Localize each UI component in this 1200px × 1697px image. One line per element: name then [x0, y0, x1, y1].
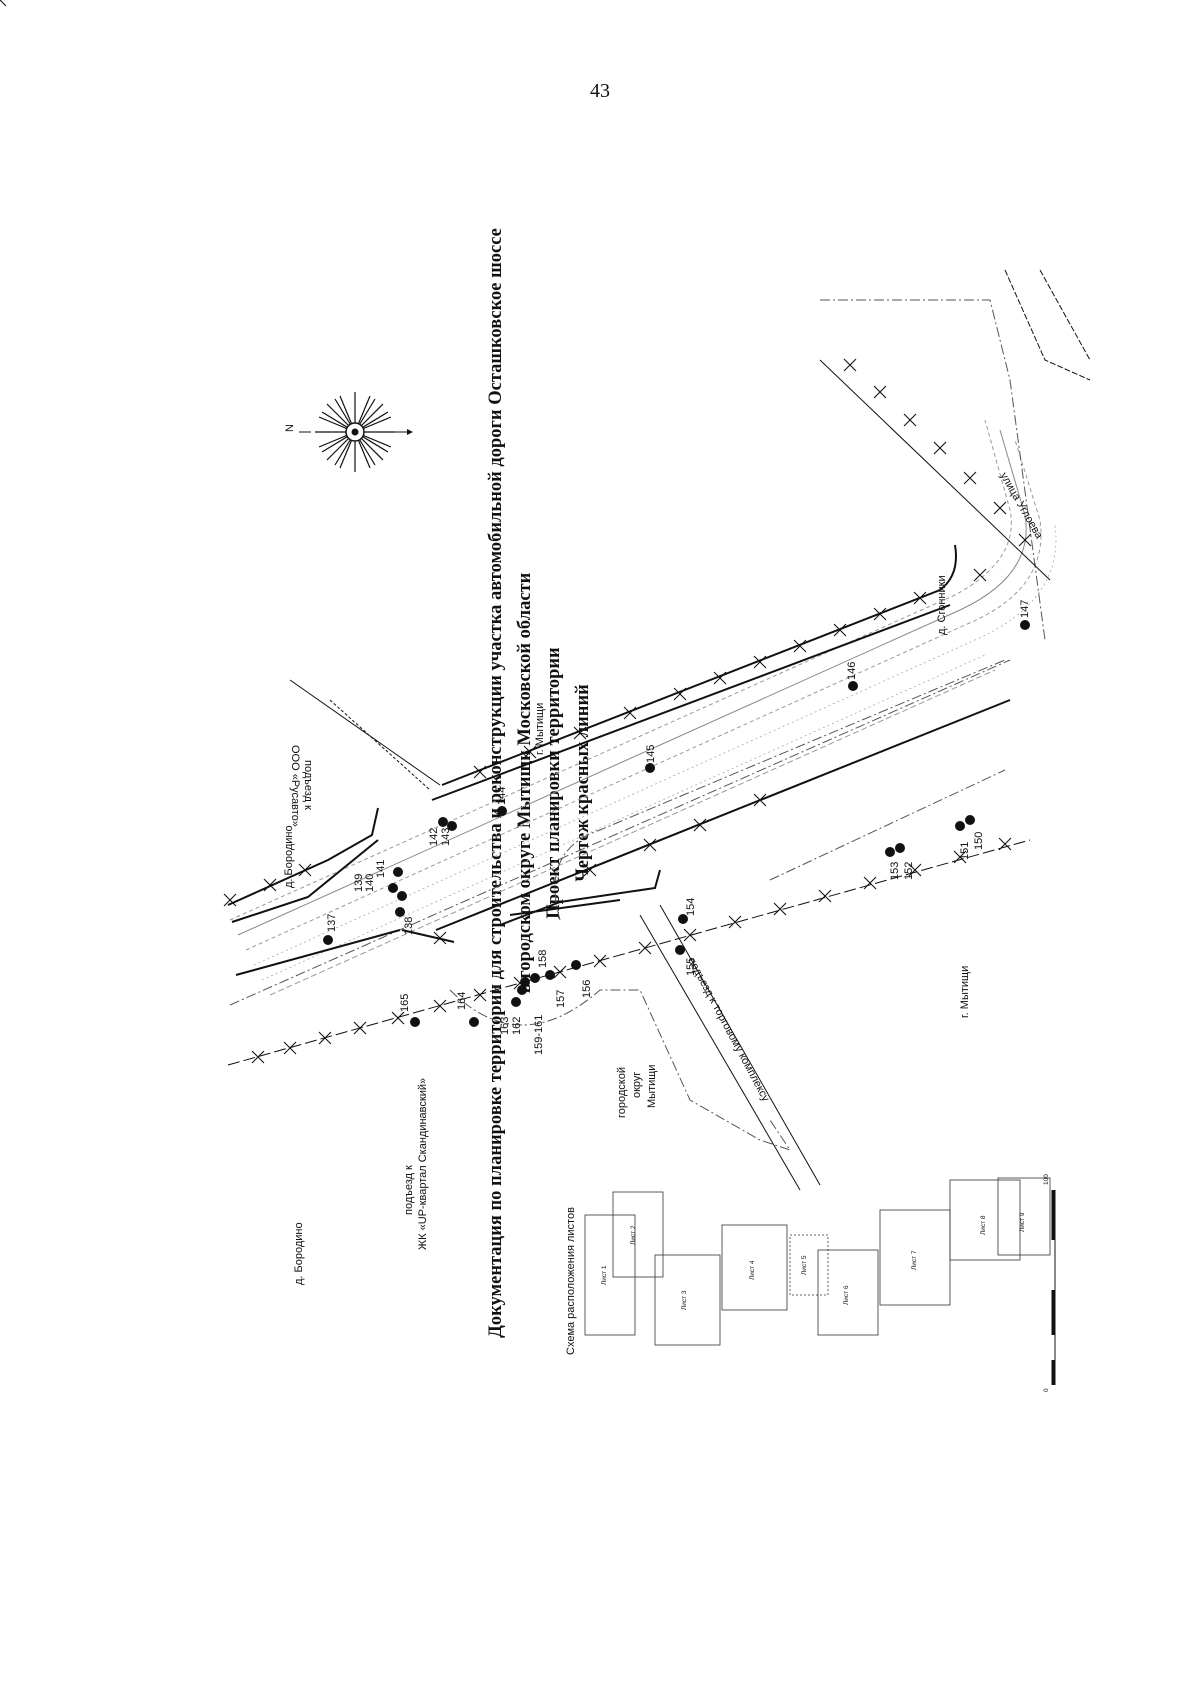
- sheet-label: Лист 7: [911, 1250, 918, 1270]
- label-borodino-bottom: д. Бородино: [293, 1222, 305, 1285]
- page-number: 43: [590, 80, 610, 102]
- x-marked-lines: [227, 359, 1051, 1066]
- point-label: 146: [846, 662, 858, 680]
- label-gorodskoy-okrug-3: Мытищи: [646, 1065, 658, 1108]
- coordinate-points: [323, 620, 1030, 1027]
- point-label: 147: [1019, 600, 1031, 618]
- label-sgonniki: д. Сгонники: [936, 575, 948, 635]
- sheet-label: Лист 2: [630, 1225, 637, 1245]
- label-borodino-top: д. Бородино: [283, 825, 295, 888]
- label-ugloeva-street: улица Углоева: [997, 471, 1045, 542]
- point-number-labels: 137 138 139 140 141 142 143 144 145 146 …: [326, 600, 1031, 1055]
- label-rusavto-1: подъезд к: [302, 760, 314, 810]
- main-road: [229, 419, 1057, 996]
- scale-end-label: 100: [1043, 1174, 1050, 1185]
- red-lines: [227, 544, 1011, 976]
- point-label: 152: [903, 862, 915, 880]
- label-trade-complex-access: подъезд к торговому комплексу: [685, 956, 771, 1104]
- label-mytishchi-top: г. Мытищи: [534, 703, 546, 755]
- sheet-label: Лист 1: [601, 1265, 608, 1285]
- label-jk-access-1: подъезд к: [403, 1165, 415, 1215]
- compass-north-label: N: [284, 424, 296, 432]
- point-label: 157: [555, 990, 567, 1008]
- sheet-label: Лист 4: [749, 1260, 756, 1280]
- point-label: 156: [581, 980, 593, 998]
- x-marks: [0, 0, 1032, 1064]
- label-rusavto-2: ООО «Русавто»: [289, 745, 301, 827]
- scale-start-label: 0: [1043, 1388, 1050, 1392]
- point-label: 164: [456, 992, 468, 1010]
- point-label: 153: [889, 862, 901, 880]
- sheet-label: Лист 9: [1019, 1212, 1026, 1232]
- point-label: 140: [364, 874, 376, 892]
- point-label: 163: [499, 1017, 511, 1035]
- point-label: 154: [685, 898, 697, 916]
- label-mytishchi-bottom: г. Мытищи: [959, 966, 971, 1018]
- point-label: 165: [399, 994, 411, 1012]
- point-label: 138: [403, 917, 415, 935]
- sheet-label: Лист 8: [980, 1215, 987, 1235]
- secondary-roads: [289, 269, 1091, 1191]
- label-jk-access-2: ЖК «UP-квартал Скандинавский»: [417, 1078, 429, 1250]
- label-gorodskoy-okrug-1: городской: [616, 1067, 628, 1118]
- point-label: 143: [440, 828, 452, 846]
- point-label: 155: [685, 958, 697, 976]
- sheet-label: Лист 3: [681, 1290, 688, 1310]
- compass-rose-icon: N: [284, 392, 413, 472]
- point-label: 150: [973, 832, 985, 850]
- point-label: 137: [326, 914, 338, 932]
- sheet-layout-scheme: Схема расположения листов Лист 1 Лист 2 …: [565, 1177, 1051, 1355]
- point-label: 162: [511, 1017, 523, 1035]
- point-label: 151: [959, 842, 971, 860]
- point-label: 139: [353, 874, 365, 892]
- point-label: 142: [428, 828, 440, 846]
- boundary-lines: [229, 299, 1046, 1151]
- point-label: 158: [537, 950, 549, 968]
- sheet-label: Лист 5: [801, 1255, 808, 1275]
- point-label: 159-161: [533, 1015, 545, 1055]
- point-label: 141: [375, 860, 387, 878]
- sheet-label: Лист 6: [843, 1285, 850, 1305]
- point-label: 145: [645, 745, 657, 763]
- sheet-scheme-title: Схема расположения листов: [565, 1207, 577, 1355]
- point-label: 144: [496, 787, 508, 805]
- scale-bar: 0 100: [1043, 1174, 1056, 1392]
- label-gorodskoy-okrug-2: округ: [631, 1072, 643, 1098]
